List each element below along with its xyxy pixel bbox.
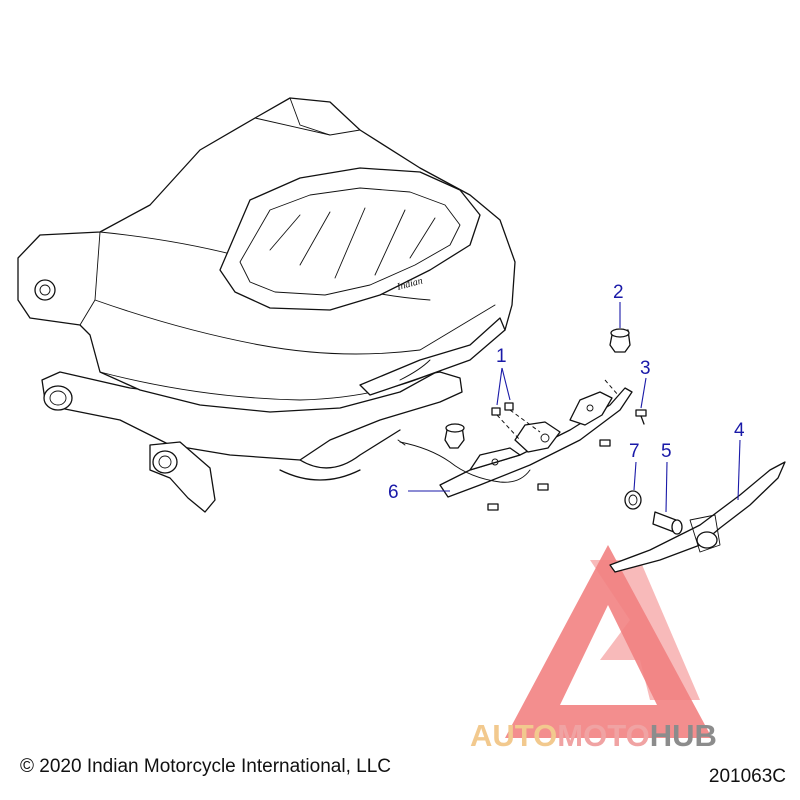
callout-5: 5 [661, 441, 672, 462]
screws-part-1 [491, 379, 619, 441]
latch-assembly [397, 387, 633, 498]
screw-part-3 [635, 409, 647, 425]
callout-3: 3 [640, 358, 651, 379]
callout-6: 6 [388, 482, 399, 503]
callout-2: 2 [613, 282, 624, 303]
copyright-text: © 2020 Indian Motorcycle International, … [20, 756, 391, 777]
watermark-hub: HUB [649, 718, 717, 753]
watermark-auto: AUTO [470, 718, 558, 753]
washer-part-7 [624, 490, 642, 510]
trim-part-4 [609, 461, 786, 573]
bumper-left [444, 423, 465, 449]
watermark-moto: MOTO [557, 718, 650, 753]
figure-id: 201063C [708, 766, 786, 787]
watermark-logo [505, 545, 712, 738]
callout-1: 1 [496, 346, 507, 367]
screws-loose [487, 439, 611, 511]
leader-lines [408, 302, 741, 513]
callout-4: 4 [734, 420, 745, 441]
lock-cylinder-part-5 [652, 511, 683, 535]
watermark-brand: AUTOMOTOHUB [470, 718, 717, 754]
callout-7: 7 [629, 441, 640, 462]
trunk-body [17, 97, 516, 413]
bumper-part-2 [609, 328, 631, 353]
